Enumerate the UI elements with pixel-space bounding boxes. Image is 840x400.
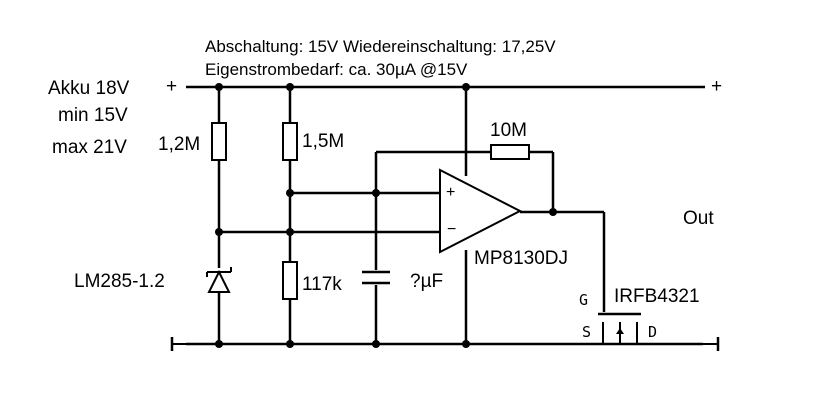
notes-line-1: Abschaltung: 15V Wiedereinschaltung: 17,…: [205, 37, 556, 56]
mosfet-source-pin: S: [582, 323, 592, 341]
junction-dot: [286, 340, 294, 348]
opamp-plus-pin: +: [446, 184, 456, 201]
junction-dot: [372, 340, 380, 348]
terminal-plus-left: +: [166, 76, 178, 97]
opamp-minus-pin: −: [447, 221, 457, 238]
label-mosfet: IRFB4321: [614, 286, 700, 307]
junction-dot: [549, 208, 557, 216]
opamp-mp8130dj: [439, 168, 523, 254]
label-reference-lm285: LM285-1.2: [74, 271, 165, 292]
junction-dot: [462, 83, 470, 91]
junction-dot: [286, 189, 294, 197]
supply-name: Akku 18V: [48, 78, 130, 99]
resistor-117k: [282, 261, 298, 300]
junction-dot: [215, 228, 223, 236]
mosfet-drain-pin: D: [648, 323, 658, 341]
junction-dot: [462, 340, 470, 348]
supply-min: min 15V: [58, 105, 128, 126]
zener-reference-lm285: [206, 267, 232, 293]
junction-dot: [215, 83, 223, 91]
capacitor: [362, 270, 390, 285]
terminal-plus-right: +: [711, 76, 723, 97]
label-resistor-117k: 117k: [302, 274, 342, 295]
label-resistor-1-2m: 1,2M: [158, 134, 201, 155]
label-capacitor: ?µF: [410, 271, 444, 292]
junction-dot: [286, 228, 294, 236]
resistor-1-5m: [282, 122, 298, 161]
junction-dot: [372, 189, 380, 197]
label-opamp: MP8130DJ: [474, 248, 568, 269]
supply-max: max 21V: [52, 137, 127, 158]
ground-symbol-right: [703, 337, 720, 351]
resistor-feedback-10m: [490, 144, 530, 160]
label-resistor-1-5m: 1,5M: [302, 131, 345, 152]
ground-symbol-left: [170, 337, 186, 351]
notes-line-2: Eigenstrombedarf: ca. 30µA @15V: [205, 60, 468, 79]
junction-dot: [286, 83, 294, 91]
mosfet-irfb4321: [598, 312, 641, 344]
mosfet-gate-pin: G: [579, 291, 589, 309]
output-label: Out: [683, 208, 714, 229]
resistor-1-2m: [211, 122, 227, 161]
label-resistor-10m: 10M: [490, 120, 527, 141]
junction-dot: [215, 340, 223, 348]
